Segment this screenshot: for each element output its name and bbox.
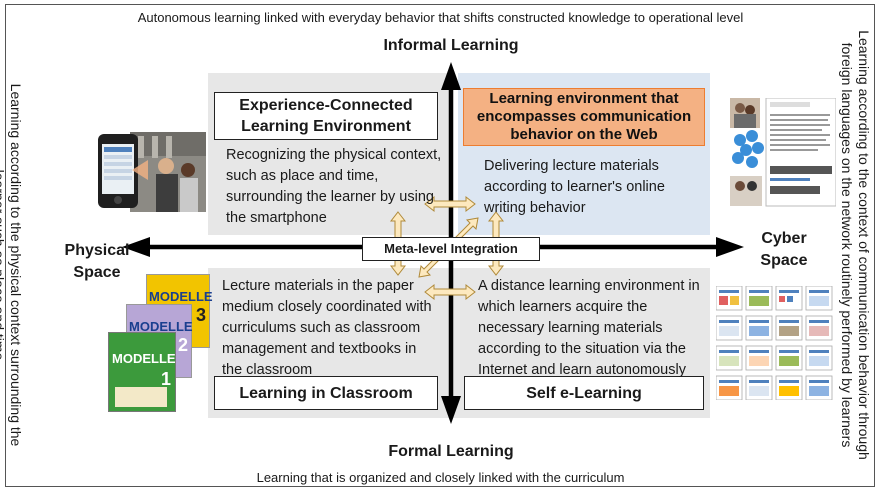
top-note: Autonomous learning linked with everyday… <box>137 10 744 25</box>
quadrant-text-bottom-right: A distance learning environment in which… <box>478 278 700 378</box>
textbook-number: 3 <box>195 305 206 325</box>
smartphone-photo-illustration <box>98 132 206 212</box>
textbook-title: MODELLE <box>129 319 193 334</box>
bottom-note: Learning that is organized and closely l… <box>256 470 625 485</box>
connector-arrow-bottom <box>424 283 476 301</box>
quadrant-title-bottom-left: Learning in Classroom <box>214 376 438 410</box>
quadrant-title-top-left: Experience-Connected Learning Environmen… <box>214 92 438 140</box>
axis-title-top: Informal Learning <box>383 37 519 54</box>
textbook-covers: MODELLE 3 MODELLE 2 MODELLE 1 <box>106 274 213 412</box>
web-screenshot-collage <box>730 98 836 208</box>
quadrant-text-top-left: Recognizing the physical context, such a… <box>226 147 442 226</box>
quadrant-text-bottom-left: Lecture materials in the paper medium cl… <box>222 278 432 378</box>
textbook-title: MODELLE <box>149 289 213 304</box>
quadrant-text-top-right: Delivering lecture materials according t… <box>484 158 665 216</box>
textbook-cover-1: MODELLE 1 <box>108 332 176 412</box>
axis-arrow-down <box>441 396 461 424</box>
textbook-title: MODELLE <box>112 351 176 366</box>
quadrant-title-bottom-right: Self e-Learning <box>464 376 704 410</box>
axis-title-right: Cyber Space <box>760 230 808 269</box>
smartphone-photo <box>96 130 208 214</box>
axis-title-bottom: Formal Learning <box>388 443 514 460</box>
axis-title-left: Physical Space <box>64 242 130 281</box>
axis-arrow-right <box>716 237 744 257</box>
axis-arrow-left <box>122 237 150 257</box>
textbook-illustration <box>115 387 167 407</box>
connector-arrow-top <box>424 195 476 213</box>
e-learning-screenshot-grid <box>716 286 834 400</box>
textbook-number: 1 <box>160 369 171 389</box>
quadrant-title-top-right: Learning environment that encompasses co… <box>463 88 705 146</box>
textbook-number: 2 <box>177 335 188 355</box>
meta-level-integration-label: Meta-level Integration <box>362 237 540 261</box>
web-collage-illustration <box>730 98 836 207</box>
diagram-frame <box>5 4 875 487</box>
axis-arrow-up <box>441 62 461 90</box>
e-learning-grid-illustration <box>716 286 833 400</box>
